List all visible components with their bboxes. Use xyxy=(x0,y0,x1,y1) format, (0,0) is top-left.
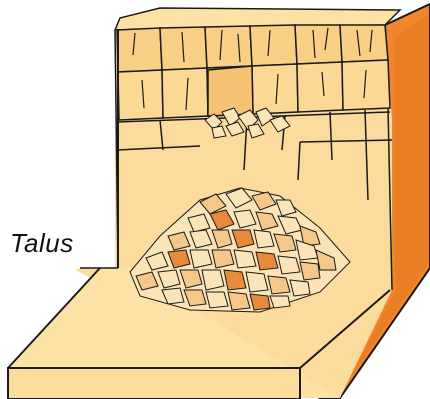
talus-label: Talus xyxy=(10,228,74,259)
base-platform-front xyxy=(8,368,300,399)
fallen-block-cavity xyxy=(208,66,253,116)
